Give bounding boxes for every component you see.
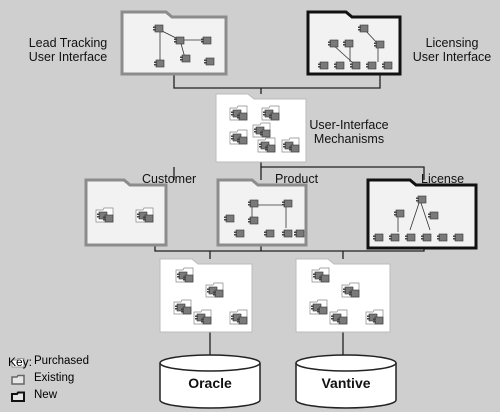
component-icon [429,211,439,220]
component-icon [154,24,164,33]
key-title: Key: [8,355,33,369]
component-icon [238,136,248,145]
key-item-existing: Existing [34,372,75,384]
vantive-label: Vantive [321,375,371,391]
component-icon [359,24,369,33]
component-icon [249,199,259,208]
component-icon [390,233,400,242]
component-icon [238,112,248,121]
component-icon [338,316,348,325]
component-icon [351,61,361,70]
component-icon [202,316,212,325]
component-icon [395,209,405,218]
license-label: License [421,172,465,186]
component-icon [265,229,275,238]
component-icon [454,233,464,242]
component-icon [283,199,293,208]
component-icon [175,36,185,45]
component-icon [181,54,191,63]
component-icon [261,129,271,138]
component-icon [374,316,384,325]
component-icon [295,229,305,238]
component-icon [318,306,328,315]
component-icon [383,61,393,70]
customer-package [84,178,168,247]
component-icon [225,214,235,223]
oracle-database [159,354,261,409]
component-icon [214,289,224,298]
key-icons [11,358,25,402]
lead-tracking-ui-package [120,10,228,76]
licensing-ui-package [306,10,402,76]
lead-tracking-label: Lead Tracking User Interface [28,36,108,64]
component-icon [375,40,385,49]
component-icon [320,274,330,283]
component-icon [238,316,248,325]
component-icon [335,61,345,70]
vantive-database [295,354,397,409]
component-icon [104,214,114,223]
component-icon [155,59,165,68]
component-icon [406,233,416,242]
component-icon [266,144,276,153]
component-icon [367,61,377,70]
component-icon [283,229,293,238]
component-icon [374,233,384,242]
customer-label: Customer [142,172,197,186]
component-icon [249,216,259,225]
license-package [366,178,478,250]
key-item-new: New [34,389,58,401]
component-icon [422,233,432,242]
licensing-label: Licensing User Interface [412,36,492,64]
component-icon [270,112,280,121]
component-icon [182,306,192,315]
component-icon [202,36,212,45]
component-icon [235,229,245,238]
component-icon [290,144,300,153]
component-icon [184,274,194,283]
component-icon [417,195,427,204]
key-item-purchased: Purchased [34,355,89,367]
component-icon [329,39,339,48]
product-package [216,178,308,247]
component-icon [205,57,215,66]
oracle-label: Oracle [188,375,232,391]
product-label: Product [275,172,319,186]
ui-mechanisms-label: User-Interface Mechanisms [309,118,389,146]
component-icons [95,24,464,325]
component-icon [144,214,154,223]
component-icon [350,289,360,298]
component-icon [438,233,448,242]
component-icon [319,61,329,70]
component-icon [344,39,354,48]
